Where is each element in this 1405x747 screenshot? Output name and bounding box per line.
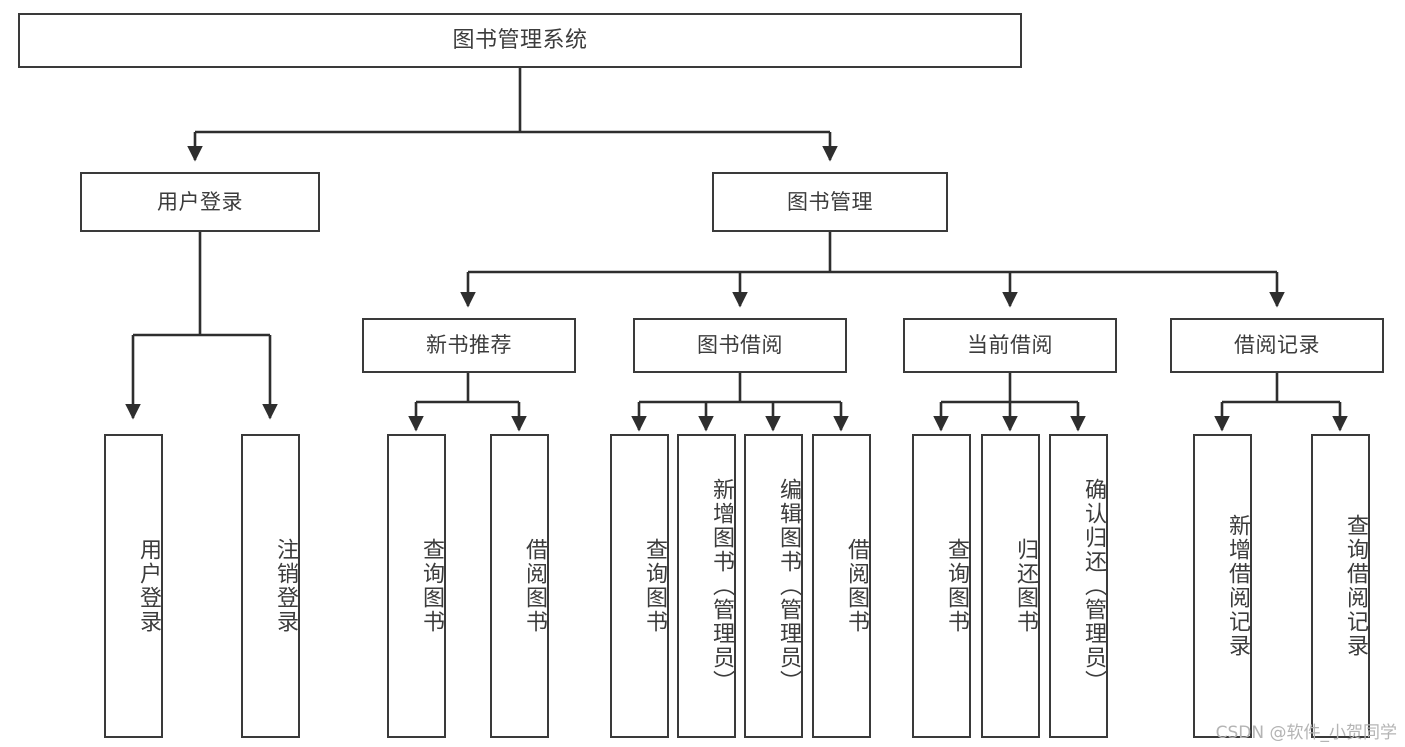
leaf-label: 借阅图书 [522, 538, 547, 634]
leaf-book-borrow-borrow[interactable]: 借阅图书 [812, 434, 871, 738]
csdn-watermark: CSDN @软件_小贺同学 [1215, 723, 1397, 743]
leaf-current-borrow-query[interactable]: 查询图书 [912, 434, 971, 738]
leaf-borrow-record-query[interactable]: 查询借阅记录 [1311, 434, 1370, 738]
node-book-manage[interactable]: 图书管理 [712, 172, 948, 232]
leaf-book-borrow-add[interactable]: 新增图书（管理员） [677, 434, 736, 738]
leaf-book-borrow-query[interactable]: 查询图书 [610, 434, 669, 738]
node-borrow-record[interactable]: 借阅记录 [1170, 318, 1384, 373]
leaf-label: 编辑图书（管理员） [776, 478, 801, 694]
leaf-user-login-login[interactable]: 用户登录 [104, 434, 163, 738]
leaf-label: 用户登录 [136, 538, 161, 634]
node-user-login[interactable]: 用户登录 [80, 172, 320, 232]
leaf-label: 查询图书 [642, 538, 667, 634]
leaf-new-book-borrow[interactable]: 借阅图书 [490, 434, 549, 738]
leaf-user-login-logout[interactable]: 注销登录 [241, 434, 300, 738]
leaf-label: 注销登录 [273, 538, 298, 634]
node-root[interactable]: 图书管理系统 [18, 13, 1022, 68]
leaf-label: 查询图书 [419, 538, 444, 634]
leaf-current-borrow-return[interactable]: 归还图书 [981, 434, 1040, 738]
node-new-book-recommend[interactable]: 新书推荐 [362, 318, 576, 373]
leaf-label: 新增图书（管理员） [709, 478, 734, 694]
node-book-borrow[interactable]: 图书借阅 [633, 318, 847, 373]
leaf-label: 借阅图书 [844, 538, 869, 634]
leaf-label: 归还图书 [1013, 538, 1038, 634]
leaf-label: 查询图书 [944, 538, 969, 634]
leaf-current-borrow-confirm[interactable]: 确认归还（管理员） [1049, 434, 1108, 738]
leaf-borrow-record-add[interactable]: 新增借阅记录 [1193, 434, 1252, 738]
leaf-label: 查询借阅记录 [1343, 514, 1368, 658]
node-current-borrow[interactable]: 当前借阅 [903, 318, 1117, 373]
leaf-label: 确认归还（管理员） [1081, 478, 1106, 694]
leaf-book-borrow-edit[interactable]: 编辑图书（管理员） [744, 434, 803, 738]
leaf-new-book-query[interactable]: 查询图书 [387, 434, 446, 738]
leaf-label: 新增借阅记录 [1225, 514, 1250, 658]
